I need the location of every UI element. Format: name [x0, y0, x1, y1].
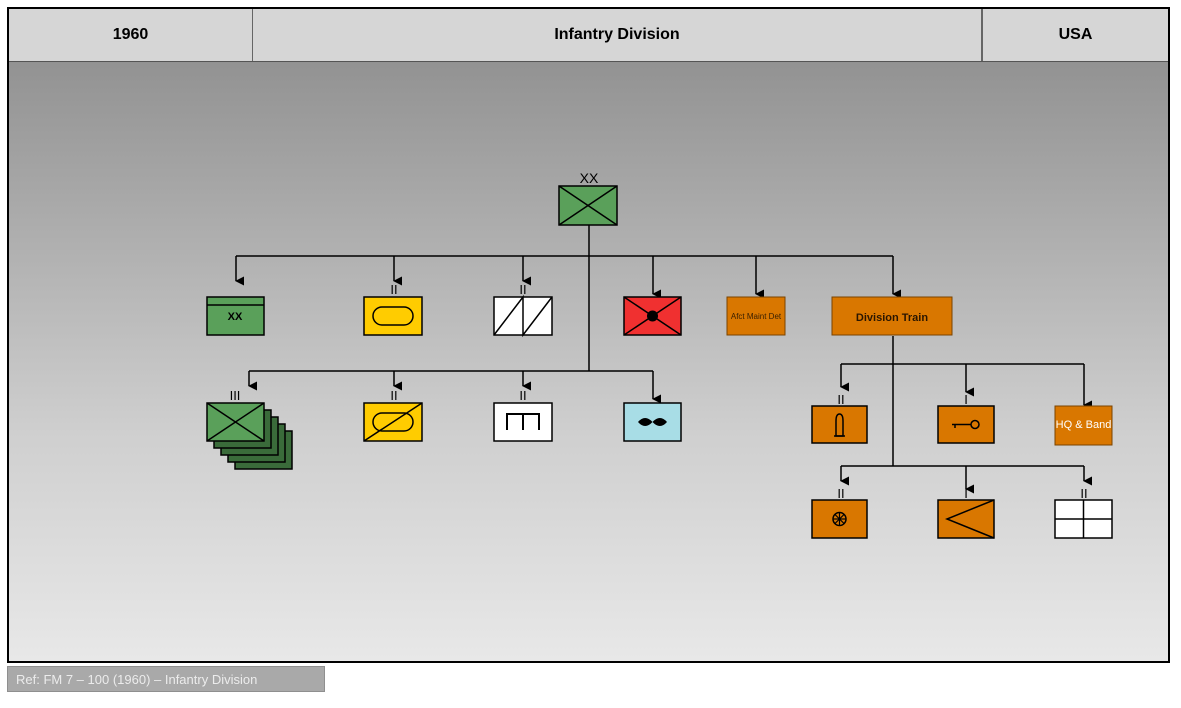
header-country: USA — [982, 9, 1168, 61]
unit-aviation-battalion: II — [493, 282, 553, 338]
header-year: 1960 — [9, 9, 253, 61]
unit-hq-band: HQ & Band — [1054, 405, 1113, 446]
echelon-label: II — [1080, 486, 1087, 501]
echelon-label: II — [519, 282, 526, 297]
echelon-label: XX — [580, 170, 599, 186]
hq-band-label: HQ & Band — [1055, 419, 1112, 431]
echelon-label: I — [964, 392, 968, 407]
ordnance-bomb-icon — [811, 405, 868, 444]
diagram-frame: 1960 Infantry Division USA — [7, 7, 1170, 663]
hq-band-box — [1054, 405, 1113, 446]
headquarters-icon — [206, 296, 265, 336]
unit-ordnance-battalion: II — [811, 392, 868, 444]
header-title: Infantry Division — [253, 9, 982, 61]
unit-transport-battalion: II — [811, 486, 868, 539]
unit-afct-maint: Afct Maint Det — [726, 296, 786, 336]
connector-lines — [235, 225, 1093, 494]
division-base-label: XX — [228, 311, 243, 323]
unit-division-train: Division Train — [831, 296, 953, 336]
reference-caption: Ref: FM 7 – 100 (1960) – Infantry Divisi… — [7, 666, 325, 692]
unit-signal-battalion — [623, 402, 682, 442]
unit-admin-company: I — [937, 486, 995, 539]
unit-quartermaster-company: I — [937, 392, 995, 444]
division-train-box — [831, 296, 953, 336]
unit-artillery — [623, 296, 682, 336]
unit-engineer-battalion: II — [493, 388, 553, 442]
echelon-label: I — [964, 486, 968, 501]
unit-division-base: XX — [206, 296, 265, 336]
echelon-label: II — [837, 392, 844, 407]
afct-maint-box — [726, 296, 786, 336]
unit-division-hq: XX — [558, 170, 618, 226]
unit-armor-battalion: II — [363, 282, 423, 336]
echelon-label: III — [230, 388, 241, 403]
afct-maint-label: Afct Maint Det — [730, 311, 782, 321]
unit-battle-groups: III — [206, 388, 293, 470]
echelon-label: II — [390, 388, 397, 403]
header-bar: 1960 Infantry Division USA — [9, 9, 1168, 62]
unit-cavalry-squadron: II — [363, 388, 423, 442]
echelon-label: II — [837, 486, 844, 501]
echelon-label: II — [519, 388, 526, 403]
unit-medical-battalion: II — [1054, 486, 1113, 539]
echelon-label: II — [390, 282, 397, 297]
division-train-label: Division Train — [856, 312, 928, 324]
